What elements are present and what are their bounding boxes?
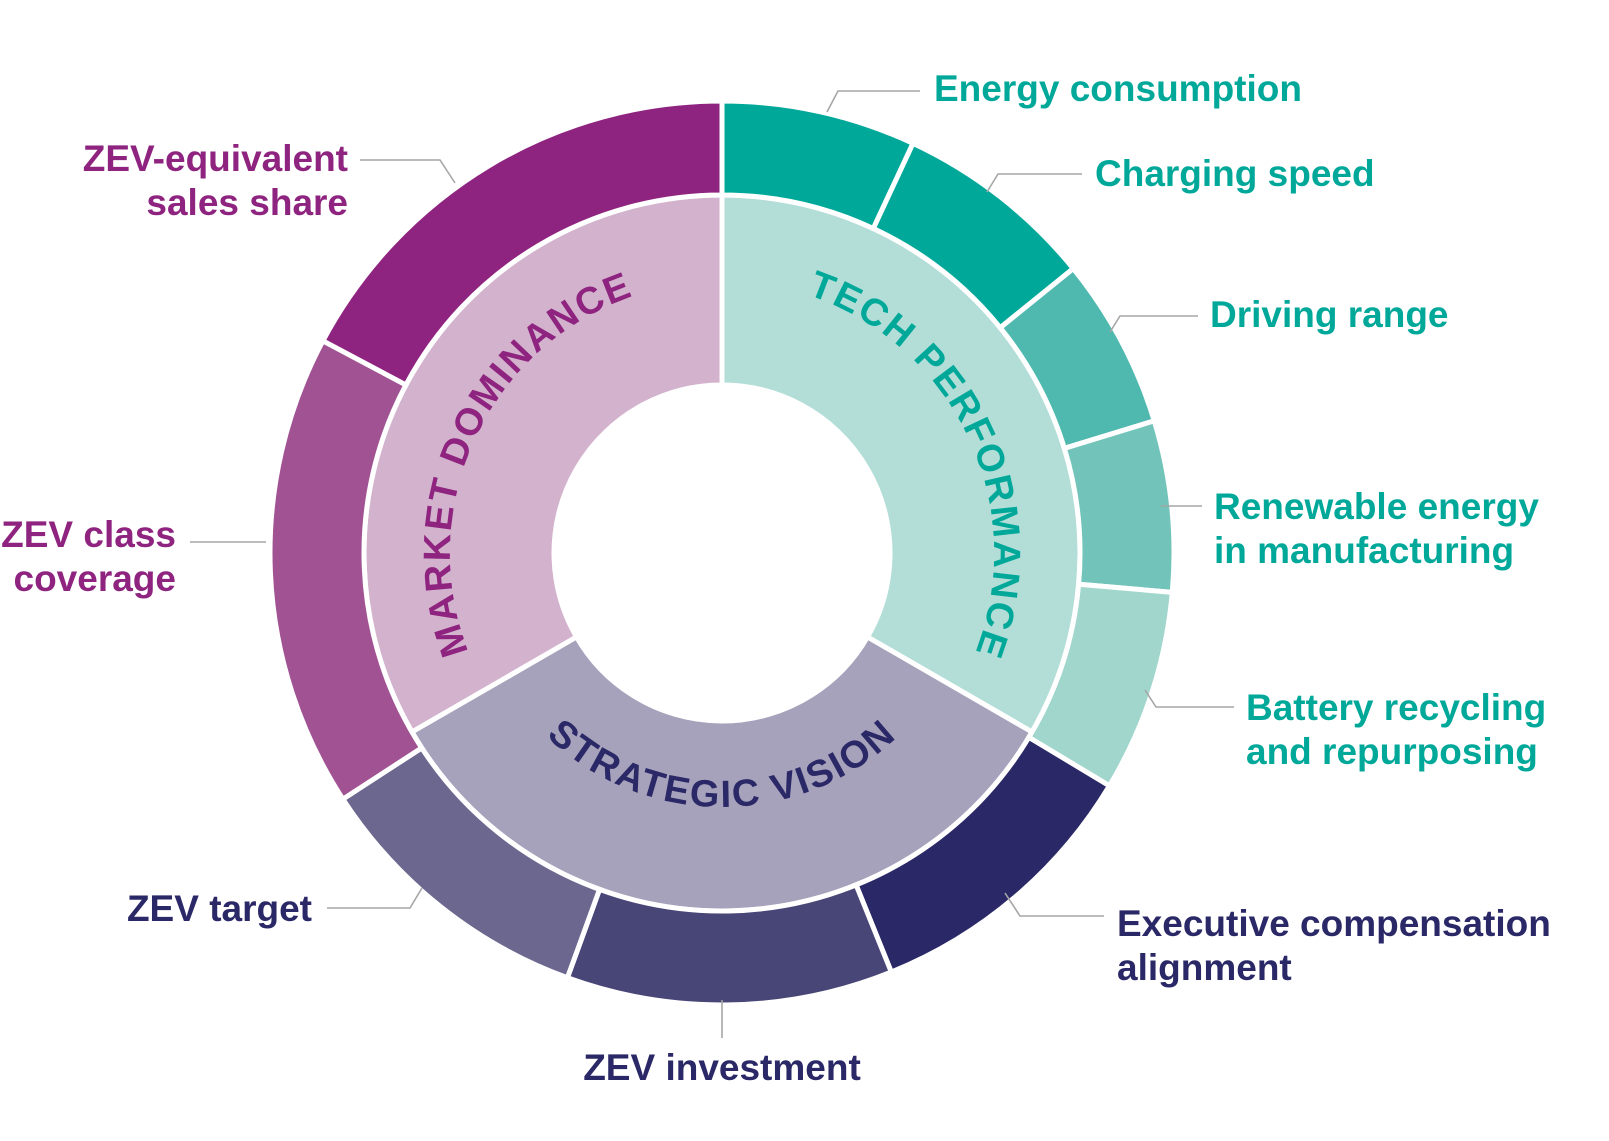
criterion-label-line: in manufacturing <box>1214 530 1514 571</box>
leader-line <box>1109 315 1198 333</box>
criterion-label: Driving range <box>1210 294 1449 335</box>
criterion-label: ZEV investment <box>583 1047 861 1088</box>
criterion-label-line: Executive compensation <box>1117 903 1551 944</box>
criterion-label-line: ZEV target <box>127 888 312 929</box>
category-ring <box>361 192 1083 914</box>
criterion-label-line: ZEV-equivalent <box>83 138 348 179</box>
criterion-label-line: ZEV class <box>1 514 176 555</box>
criterion-label-line: Charging speed <box>1095 153 1375 194</box>
criterion-label: Charging speed <box>1095 153 1375 194</box>
criterion-label: Energy consumption <box>934 68 1302 109</box>
criterion-label-line: Renewable energy <box>1214 486 1539 527</box>
criterion-label-line: and repurposing <box>1246 731 1538 772</box>
criterion-label-line: sales share <box>146 182 348 223</box>
criterion-label-line: alignment <box>1117 947 1292 988</box>
criterion-label-line: Battery recycling <box>1246 687 1546 728</box>
center-hole <box>554 385 890 721</box>
criterion-label-line: coverage <box>14 558 177 599</box>
leader-line <box>360 159 456 184</box>
leader-line <box>986 173 1082 193</box>
criterion-label-line: Energy consumption <box>934 68 1302 109</box>
criterion-segment-strategic-2 <box>339 744 603 981</box>
leader-line <box>1004 892 1104 917</box>
criteria-ring <box>267 98 1177 1008</box>
leader-lines <box>190 90 1234 1038</box>
criterion-label: ZEV target <box>127 888 312 929</box>
leader-line <box>826 90 920 113</box>
criterion-label-line: Driving range <box>1210 294 1449 335</box>
criterion-label-line: ZEV investment <box>583 1047 861 1088</box>
leader-line <box>1144 689 1234 708</box>
leader-line <box>327 887 423 909</box>
criterion-segment-tech-3 <box>1061 417 1177 596</box>
